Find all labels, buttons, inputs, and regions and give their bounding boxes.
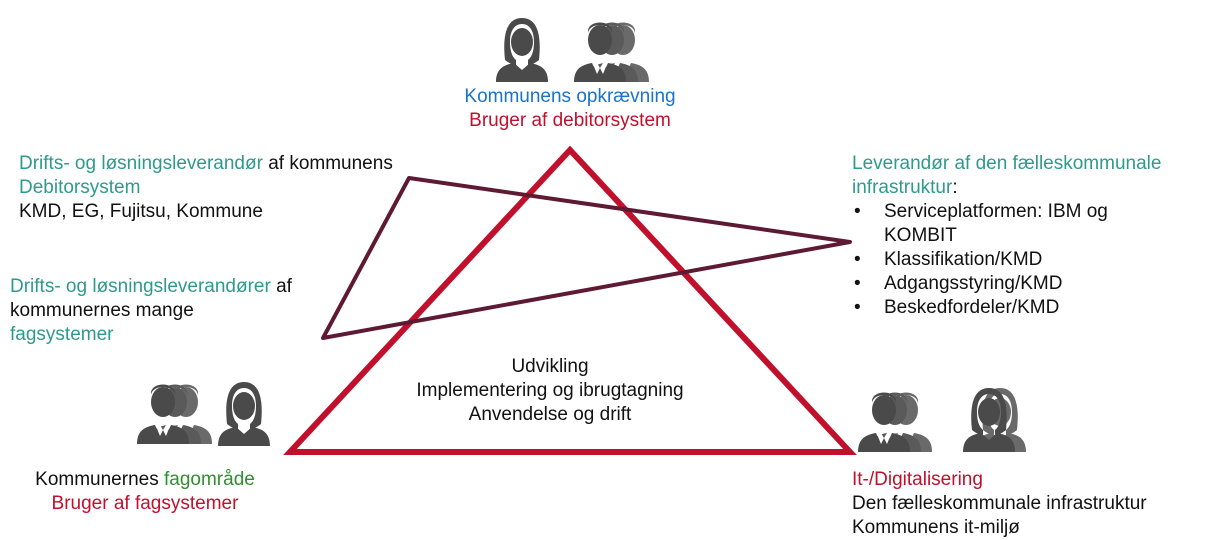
center-line2: Implementering og ibrugtagning xyxy=(416,380,684,401)
supplier-triangle xyxy=(321,176,852,340)
left-upper-line1: Drifts- og løsningsleverandør af kommune… xyxy=(19,152,393,176)
left-people-icon xyxy=(137,382,270,446)
main-triangle xyxy=(283,145,857,455)
center-line1: Udvikling xyxy=(511,356,589,377)
bullet-item: Beskedfordeler/KMD xyxy=(852,296,1161,320)
bullet-item: Klassifikation/KMD xyxy=(852,248,1161,272)
left-middle-line1-colored: Drifts- og løsningsleverandører xyxy=(10,276,271,297)
bottom-left-line1: Kommunernes fagområde xyxy=(0,468,290,492)
center-label: Udvikling Implementering og ibrugtagning… xyxy=(380,355,720,427)
bottom-right-line2: Den fælleskommunale infrastruktur xyxy=(852,493,1147,514)
left-middle-line1-plain: af xyxy=(270,276,292,297)
bullet-item: Serviceplatformen: IBM og xyxy=(852,200,1161,224)
top-label-line1: Kommunens opkrævning xyxy=(464,86,676,107)
right-upper-bullets: Serviceplatformen: IBM og KOMBIT Klassif… xyxy=(852,200,1161,320)
bottom-left-line2: Bruger af fagsystemer xyxy=(51,493,239,514)
right-upper-line2: infrastruktur: xyxy=(852,176,1161,200)
left-middle-line1: Drifts- og løsningsleverandører af xyxy=(10,275,292,299)
right-upper-line2-plain: : xyxy=(952,177,958,198)
left-upper-line1-colored: Drifts- og løsningsleverandør xyxy=(19,153,263,174)
right-upper-line1: Leverandør af den fælleskommunale xyxy=(852,153,1162,174)
top-label: Kommunens opkrævning Bruger af debitorsy… xyxy=(420,85,720,133)
left-upper-label: Drifts- og løsningsleverandør af kommune… xyxy=(19,152,393,224)
right-upper-line2-colored: infrastruktur xyxy=(852,177,953,198)
left-middle-label: Drifts- og løsningsleverandører af kommu… xyxy=(10,275,292,347)
bullet-item: Adgangsstyring/KMD xyxy=(852,272,1161,296)
bottom-right-line1: It-/Digitalisering xyxy=(852,469,983,490)
top-label-line2: Bruger af debitorsystem xyxy=(469,110,671,131)
right-upper-label: Leverandør af den fælleskommunale infras… xyxy=(852,152,1161,320)
center-line3: Anvendelse og drift xyxy=(468,404,632,425)
left-upper-line1-plain: af kommunens xyxy=(262,153,393,174)
bottom-left-line1-plain: Kommunernes xyxy=(35,469,164,490)
left-upper-line2: Debitorsystem xyxy=(19,177,141,198)
bottom-left-label: Kommunernes fagområde Bruger af fagsyste… xyxy=(0,468,290,516)
right-people-icon xyxy=(858,388,1026,452)
top-people-icon xyxy=(496,18,649,82)
bottom-left-line1-colored: fagområde xyxy=(164,469,255,490)
bottom-right-label: It-/Digitalisering Den fælleskommunale i… xyxy=(852,468,1147,540)
bullet-item-continuation: KOMBIT xyxy=(884,225,957,246)
bottom-right-line3: Kommunens it-miljø xyxy=(852,517,1020,538)
left-upper-line3: KMD, EG, Fujitsu, Kommune xyxy=(19,201,263,222)
left-middle-line2: kommunernes mange xyxy=(10,300,194,321)
left-middle-line3: fagsystemer xyxy=(10,324,114,345)
